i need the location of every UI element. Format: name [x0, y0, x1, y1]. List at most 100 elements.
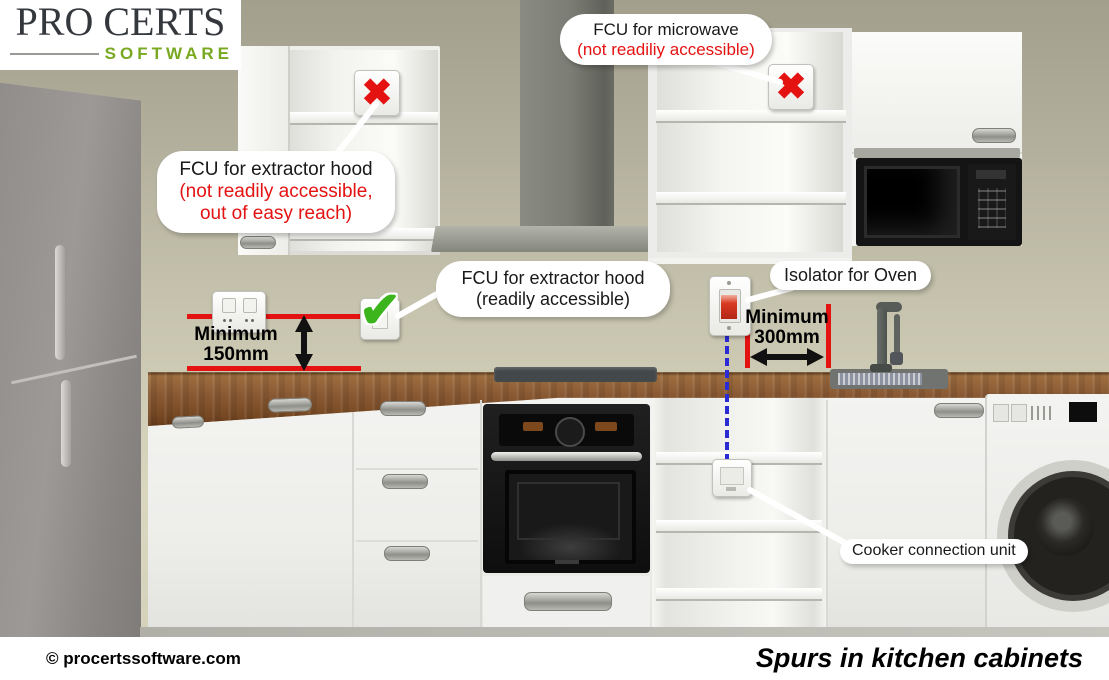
min-150mm-upper-line	[187, 314, 361, 319]
measure-word: Minimum	[745, 307, 829, 328]
logo-tagline: SOFTWARE	[104, 44, 233, 63]
plinth-shadow	[140, 627, 1109, 637]
fcu-switch-rocker	[372, 307, 388, 329]
callout-line: out of easy reach)	[199, 203, 353, 225]
measure-value: 150mm	[203, 343, 269, 365]
drawer-handle	[380, 401, 426, 416]
logo-rule	[10, 53, 99, 55]
logo-name: PRO CERTS	[15, 0, 226, 44]
sink-cabinet-handle	[934, 403, 984, 418]
freezer-handle	[61, 380, 71, 467]
callout-line: FCU for microwave	[593, 20, 739, 39]
microwave-keypad	[978, 188, 1006, 228]
footer-bar: © procertssoftware.com Spurs in kitchen …	[0, 637, 1109, 680]
washer-button	[993, 404, 1009, 422]
isolator-screw	[727, 326, 731, 330]
socket-pin	[245, 319, 248, 322]
cross-icon: ✖	[361, 72, 393, 113]
drawer-seam	[356, 468, 478, 470]
cross-icon: ✖	[775, 66, 807, 107]
washer-drum	[1036, 498, 1094, 556]
fcu-plate-extractor: ✖	[354, 70, 400, 116]
washer-button	[1011, 404, 1027, 422]
callout-line: FCU for extractor hood	[461, 268, 645, 288]
cooker-connection-unit-cover	[720, 467, 744, 485]
image-title: Spurs in kitchen cabinets	[755, 643, 1083, 673]
min-150mm-label: Minimum 150mm	[184, 325, 288, 365]
cabinet-seam	[480, 400, 482, 637]
fridge-handle	[55, 245, 65, 360]
copyright-text: © procertssoftware.com	[46, 648, 241, 668]
min-300mm-label: Minimum 300mm	[745, 308, 829, 348]
socket-pin	[223, 319, 226, 322]
tap-body	[877, 308, 887, 370]
callout-line: (readily accessible)	[475, 288, 631, 309]
cabinet-seam	[352, 412, 354, 637]
callout-line: (not readiliy accessible)	[577, 39, 755, 59]
min-300mm-right-line	[826, 304, 831, 368]
oven-display-segment	[595, 422, 617, 431]
callout-line: Cooker connection unit	[852, 542, 1016, 559]
oven-window	[505, 470, 636, 564]
isolator-to-cooker-unit-dashed-line	[725, 334, 729, 462]
double-socket-outlet	[212, 291, 266, 333]
tap-spout	[876, 302, 902, 312]
drawer-handle	[384, 546, 430, 561]
callout-microwave-fcu: FCU for microwave (not readiliy accessib…	[560, 14, 772, 66]
callout-line: (not readily accessible,	[179, 181, 373, 203]
drawer-seam	[356, 540, 478, 542]
oven-brand-mark	[555, 560, 579, 564]
microwave-shelf-trim	[854, 148, 1020, 158]
shelf	[656, 110, 846, 123]
tap-base	[870, 364, 892, 372]
shelf	[656, 520, 822, 533]
callout-line: Isolator for Oven	[784, 265, 918, 285]
microwave-window	[864, 166, 960, 238]
socket-pin	[251, 319, 254, 322]
socket-pin	[229, 319, 232, 322]
oven-window-frame	[517, 482, 620, 540]
fridge-freezer	[0, 82, 141, 637]
min-300mm-left-line	[745, 304, 750, 368]
kitchen-scene: ✖ ✖	[0, 0, 1109, 637]
drawer-handle	[171, 415, 205, 429]
oven-knob	[555, 417, 585, 447]
callout-isolator-oven: Isolator for Oven	[770, 261, 932, 290]
washer-buttons	[1031, 406, 1053, 420]
cabinet-handle	[972, 128, 1016, 143]
drawer-handle	[267, 397, 313, 413]
cabinet-seam	[826, 400, 828, 637]
tap-pulldown-tube	[894, 314, 900, 356]
microwave-display	[976, 170, 1006, 179]
washer-display	[1069, 402, 1097, 422]
isolator-red-rocker	[721, 295, 737, 319]
isolator-screw	[727, 281, 731, 285]
fcu-plate-microwave: ✖	[768, 64, 814, 110]
min-150mm-arrow	[295, 315, 313, 371]
callout-extractor-fcu-ok: FCU for extractor hood (readily accessib…	[436, 261, 670, 317]
oven-drawer-handle	[524, 592, 612, 611]
sink-basin	[838, 373, 922, 385]
measure-word: Minimum	[194, 324, 278, 345]
hob-cooktop	[494, 367, 657, 382]
shelf	[656, 588, 822, 601]
check-icon: ✔	[359, 282, 401, 338]
tap-sprayer-head	[890, 352, 903, 365]
min-300mm-arrow	[750, 348, 824, 366]
shelf	[656, 192, 846, 205]
oven-display-segment	[523, 422, 543, 431]
callout-line: FCU for extractor hood	[179, 159, 373, 180]
open-base-cabinet	[652, 398, 826, 637]
logo-tagline-row: SOFTWARE	[0, 44, 241, 64]
cooker-connection-unit-cable-slot	[726, 487, 736, 491]
socket-switch	[222, 298, 236, 313]
extractor-hood-canopy	[431, 226, 657, 252]
min-150mm-lower-line	[187, 366, 361, 371]
drawer-handle	[382, 474, 428, 489]
cabinet-handle	[240, 236, 276, 249]
measure-value: 300mm	[754, 326, 820, 348]
socket-switch	[243, 298, 257, 313]
callout-extractor-fcu-blocked: FCU for extractor hood (not readily acce…	[157, 151, 395, 234]
oven-handle	[491, 452, 642, 461]
